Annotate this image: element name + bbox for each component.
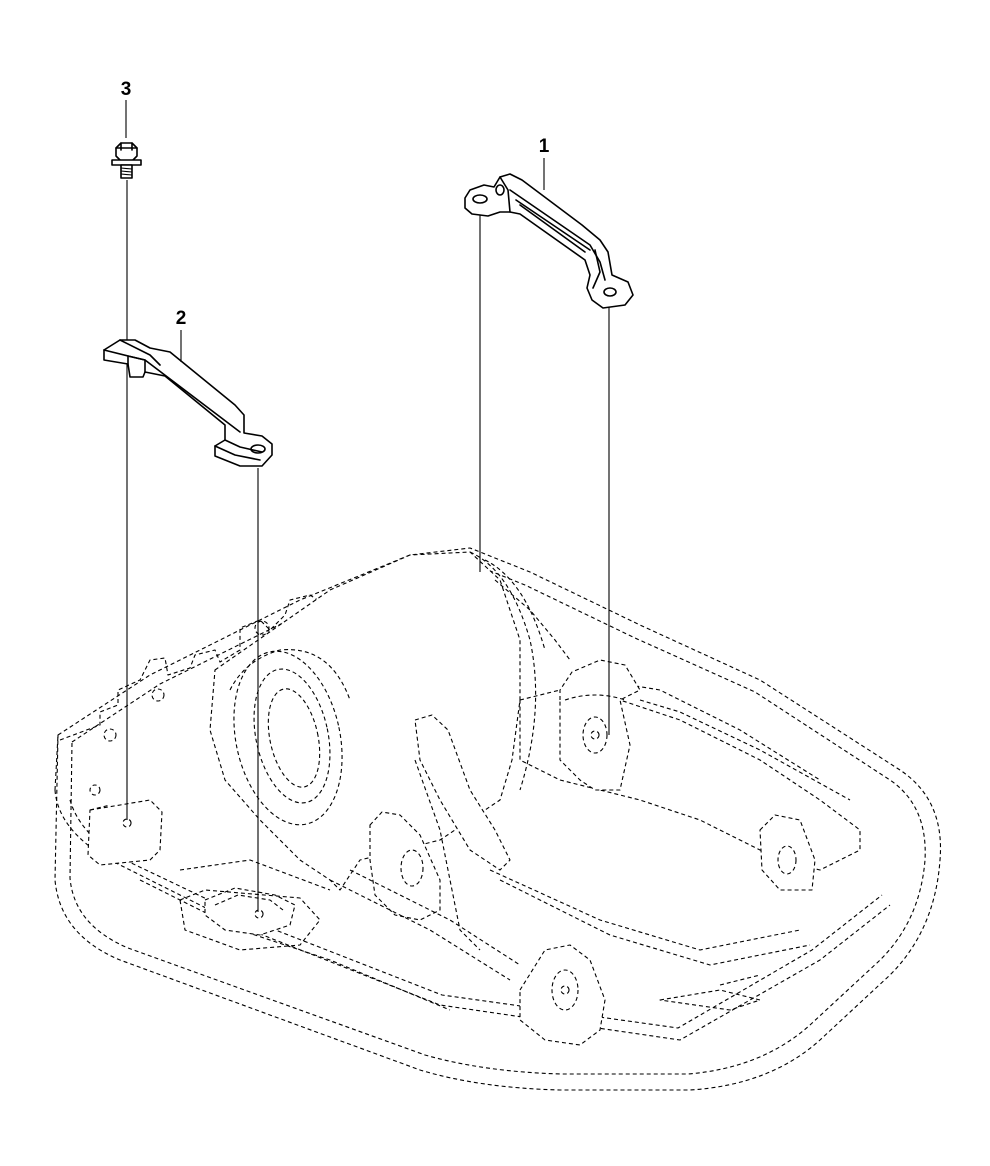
handle-part-1	[464, 173, 634, 309]
callout-leaders	[125, 100, 545, 362]
bolt-part	[111, 142, 142, 179]
chassis-base-outline	[54, 547, 942, 1091]
alignment-lines	[126, 180, 610, 912]
callout-label-2: 2	[176, 308, 187, 329]
callout-label-1: 1	[539, 136, 550, 157]
callout-label-3: 3	[121, 79, 132, 100]
handle-part-2	[103, 339, 273, 467]
